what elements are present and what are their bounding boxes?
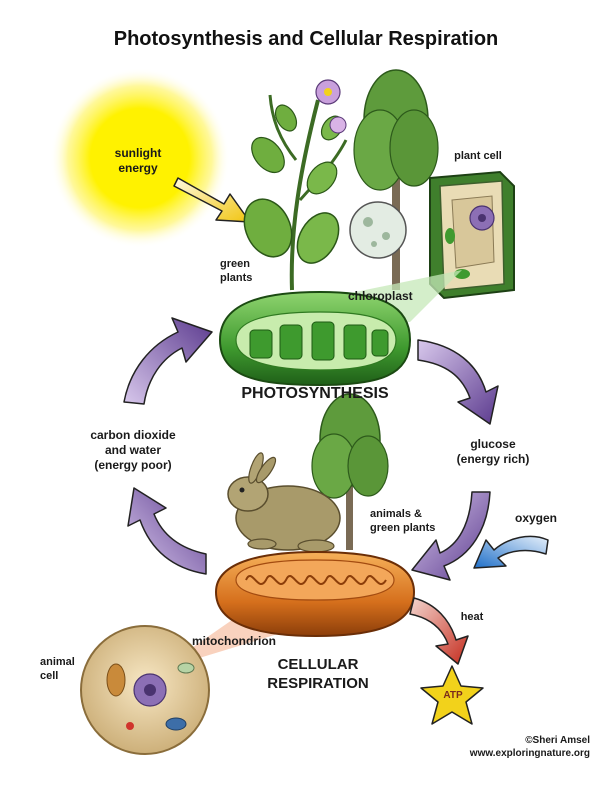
animal-cell-illustration (80, 625, 210, 755)
credit-author: ©Sheri Amsel (525, 735, 590, 746)
oxygen-arrow (473, 535, 549, 569)
label-atp: ATP (443, 690, 463, 701)
page-title: Photosynthesis and Cellular Respiration (113, 28, 499, 50)
credit-site: www.exploringnature.org (469, 748, 590, 759)
atp-star (420, 665, 484, 725)
cycle-arrow-top-left (123, 317, 213, 405)
label-heat: heat (460, 611, 484, 623)
cycle-arrow-bottom-left (127, 487, 207, 575)
label-glucose: glucose (energy rich) (456, 437, 530, 466)
label-chloroplast: chloroplast (348, 289, 413, 303)
label-cellular-respiration: CELLULAR RESPIRATION (267, 656, 369, 692)
tree-illustration-middle (311, 393, 389, 550)
mitochondrion-illustration (214, 550, 416, 638)
label-animal-cell: animal cell (40, 656, 75, 682)
label-sunlight-energy: sunlight energy (114, 146, 162, 175)
sunlight-arrow (173, 177, 251, 223)
rabbit-illustration (227, 452, 341, 553)
plant-cell-illustration (429, 170, 515, 300)
label-mitochondrion: mitochondrion (192, 634, 276, 648)
label-carbon-dioxide-water: carbon dioxide and water (energy poor) (90, 428, 176, 472)
label-oxygen: oxygen (514, 511, 557, 525)
label-animals-green-plants: animals & green plants (370, 508, 436, 534)
cycle-arrow-bottom-right (411, 491, 491, 581)
chloroplast-illustration (218, 290, 412, 387)
cycle-arrow-top-right (417, 339, 499, 425)
heat-arrow (409, 597, 469, 665)
label-photosynthesis: PHOTOSYNTHESIS (241, 385, 389, 402)
green-plant-illustration (243, 79, 348, 291)
sun (50, 68, 230, 248)
microscope-view (349, 201, 407, 259)
label-green-plants: green plants (220, 258, 253, 284)
label-plant-cell: plant cell (454, 150, 502, 162)
tree-illustration-top (353, 69, 439, 290)
